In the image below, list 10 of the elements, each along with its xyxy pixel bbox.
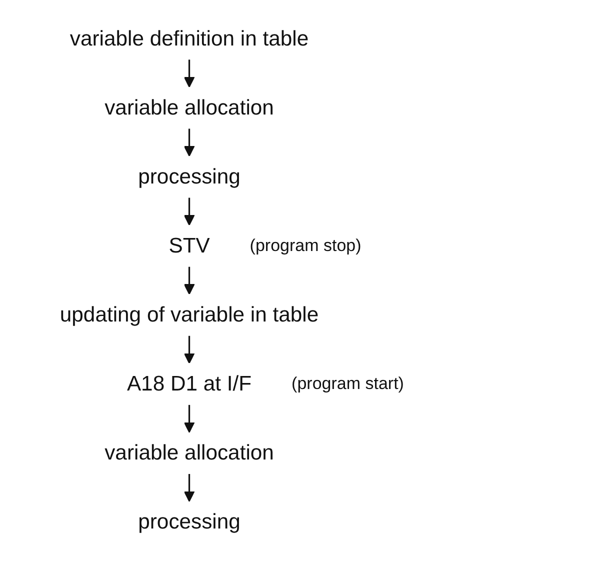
step-text: variable allocation bbox=[104, 441, 274, 465]
step-text: variable definition in table bbox=[70, 26, 309, 50]
step-text: updating of variable in table bbox=[60, 302, 319, 327]
step-text: variable allocation bbox=[104, 96, 274, 120]
step-text: A18 D1 at I/F bbox=[126, 372, 252, 396]
note-text: (program stop) bbox=[250, 236, 362, 256]
note-text: (program start) bbox=[292, 374, 404, 394]
step-text: processing bbox=[138, 164, 240, 188]
step-text: processing bbox=[138, 510, 240, 534]
step-text: STV bbox=[168, 234, 210, 258]
